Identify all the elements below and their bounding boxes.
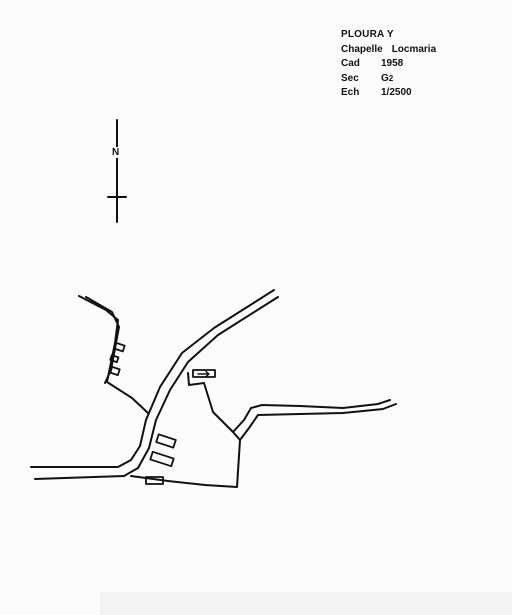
east-lane-north-edge	[232, 399, 391, 433]
building-nw-3	[109, 366, 121, 376]
buildings	[109, 342, 216, 485]
east-lane-south-edge	[239, 403, 397, 441]
cadastre-row: Cad 1958	[341, 57, 436, 72]
cadastre-key: Cad	[341, 58, 360, 69]
map-legend: PLOURA Y Chapelle Locmaria Cad 1958 Sec …	[341, 28, 436, 101]
parcel-boundary	[130, 372, 241, 488]
commune-title: PLOURA Y	[341, 29, 394, 40]
cadastre-value: 1958	[381, 58, 404, 69]
building-south-3	[145, 476, 164, 485]
northwest-lane-inner-edge	[85, 296, 120, 384]
section-value: G	[381, 72, 389, 84]
chapel-parcel	[130, 372, 241, 488]
main-road-north-edge	[30, 289, 275, 468]
scan-edge	[100, 592, 512, 615]
main-road-south-edge	[34, 296, 279, 480]
east-lane	[232, 399, 397, 441]
scale-key: Ech	[341, 87, 360, 98]
building-nw-1	[113, 342, 126, 353]
building-nw-2	[109, 354, 120, 363]
chapel-arrow-icon	[197, 370, 210, 378]
north-label: N	[111, 147, 121, 158]
scale-row: Ech 1/2500	[341, 86, 436, 101]
place-detail: Locmaria	[391, 43, 437, 55]
northwest-lane-west-edge	[78, 295, 149, 414]
section-subscript: 2	[388, 73, 394, 83]
main-road	[30, 289, 279, 480]
building-south-1	[155, 433, 177, 449]
section-key: Sec	[341, 72, 359, 84]
scale-value: 1/2500	[381, 87, 412, 98]
building-south-2	[149, 450, 175, 468]
chapel-building	[192, 369, 216, 378]
place-name: Chapelle	[341, 43, 383, 55]
place-line: Chapelle Locmaria	[341, 43, 436, 58]
north-arrow	[107, 119, 127, 223]
northwest-lane	[78, 295, 149, 414]
